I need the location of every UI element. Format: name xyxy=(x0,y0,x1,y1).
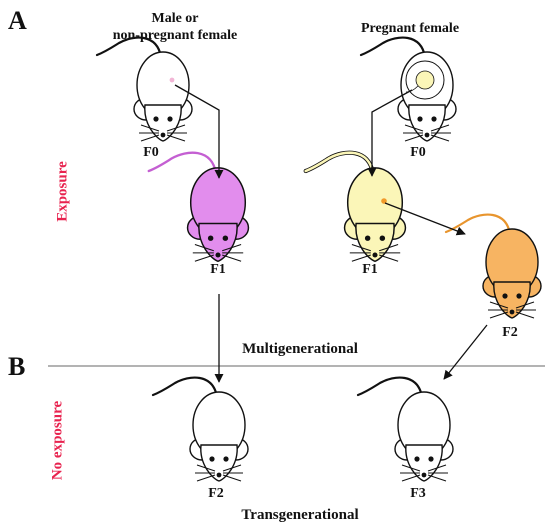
heading-right: Pregnant female xyxy=(360,21,460,36)
orange-spot-right-f1 xyxy=(381,198,387,204)
gen-label-right-f1: F1 xyxy=(362,262,378,277)
mouse-right-f2 xyxy=(444,213,542,319)
mouse-bottom-f3 xyxy=(356,376,454,482)
arrow-left-f0-to-f1 xyxy=(174,84,224,179)
mouse-left-f0 xyxy=(95,36,193,142)
caption-transgenerational: Transgenerational xyxy=(241,507,359,523)
heading-left: Male or non-pregnant female xyxy=(95,10,255,44)
arrow-right-f2-to-f3 xyxy=(443,324,488,380)
arrow-right-f1-to-f2 xyxy=(384,202,466,236)
arrow-right-f0-to-f1 xyxy=(367,89,413,177)
pink-spot-left-f0 xyxy=(169,77,175,83)
mouse-right-f0 xyxy=(359,36,457,142)
gen-label-right-f2: F2 xyxy=(502,325,518,340)
panel-label-b: B xyxy=(8,352,26,381)
mouse-right-f1 xyxy=(303,150,407,263)
mouse-left-f1 xyxy=(147,151,250,263)
panel-label-a: A xyxy=(8,6,27,35)
caption-multigenerational: Multigenerational xyxy=(242,341,358,357)
gen-label-left-f1: F1 xyxy=(210,262,226,277)
mouse-bottom-f2 xyxy=(151,376,249,482)
side-label-exposure: Exposure xyxy=(54,161,71,222)
side-label-no-exposure: No exposure xyxy=(49,400,66,481)
gen-label-bottom-f3: F3 xyxy=(410,486,426,501)
gen-label-right-f0: F0 xyxy=(410,145,426,160)
gen-label-left-f0: F0 xyxy=(143,145,159,160)
heading-left-line2: non-pregnant female xyxy=(112,28,238,43)
embryo xyxy=(415,70,435,90)
uterus-outline xyxy=(405,60,445,100)
heading-left-line1: Male or xyxy=(151,11,199,26)
gen-label-bottom-f2: F2 xyxy=(208,486,224,501)
